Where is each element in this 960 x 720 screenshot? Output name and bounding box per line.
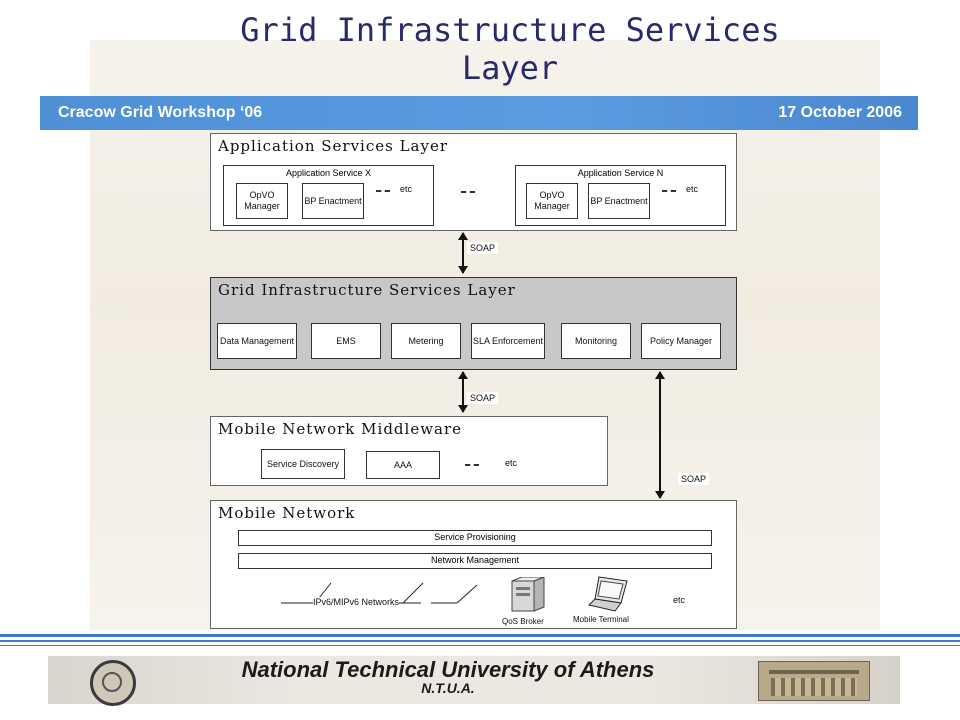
footer-banner: National Technical University of Athens … bbox=[48, 656, 900, 706]
header-banner: Cracow Grid Workshop ‘06 17 October 2006 bbox=[40, 96, 918, 130]
dashed-connector bbox=[662, 190, 676, 192]
university-seal-icon bbox=[90, 660, 136, 706]
soap-label-2: SOAP bbox=[467, 392, 499, 404]
monitoring-box: Monitoring bbox=[561, 323, 631, 359]
etc-label: etc bbox=[686, 184, 699, 194]
university-abbreviation: N.T.U.A. bbox=[421, 680, 475, 696]
server-icon bbox=[511, 577, 545, 612]
application-service-n: Application Service N OpVO Manager BP En… bbox=[515, 165, 726, 226]
bp-enactment-box: BP Enactment bbox=[588, 183, 650, 219]
etc-label: etc bbox=[505, 458, 518, 468]
layer-name: Grid Infrastructure Services Layer bbox=[218, 281, 516, 299]
opvo-manager-box: OpVO Manager bbox=[236, 183, 288, 219]
sla-enforcement-box: SLA Enforcement bbox=[471, 323, 545, 359]
soap-arrow-2 bbox=[458, 371, 468, 413]
soap-label-1: SOAP bbox=[467, 242, 499, 254]
service-title: Application Service X bbox=[285, 168, 372, 178]
aaa-box: AAA bbox=[366, 451, 440, 479]
data-management-box: Data Management bbox=[217, 323, 297, 359]
soap-label-3: SOAP bbox=[678, 473, 710, 485]
university-name: National Technical University of Athens bbox=[241, 657, 655, 682]
dashed-connector bbox=[465, 464, 479, 466]
policy-manager-box: Policy Manager bbox=[641, 323, 721, 359]
dashed-connector bbox=[376, 190, 390, 192]
mobile-network-middleware-layer: Mobile Network Middleware Service Discov… bbox=[210, 416, 608, 486]
layer-name: Mobile Network Middleware bbox=[218, 420, 463, 438]
layer-name: Mobile Network bbox=[218, 504, 356, 522]
qos-broker-label: QoS Broker bbox=[502, 617, 544, 626]
service-provisioning-bar: Service Provisioning bbox=[238, 530, 712, 546]
mobile-network-layer: Mobile Network Service Provisioning Netw… bbox=[210, 500, 737, 629]
service-title: Application Service N bbox=[577, 168, 664, 178]
page-title-line2: Layer bbox=[461, 49, 559, 87]
application-services-layer: Application Services Layer Application S… bbox=[210, 133, 737, 231]
dashed-connector bbox=[461, 191, 475, 193]
soap-arrow-1 bbox=[458, 232, 468, 274]
bp-enactment-box: BP Enactment bbox=[302, 183, 364, 219]
grid-infrastructure-services-layer: Grid Infrastructure Services Layer Data … bbox=[210, 277, 737, 370]
network-management-bar: Network Management bbox=[238, 553, 712, 569]
application-service-x: Application Service X OpVO Manager BP En… bbox=[223, 165, 434, 226]
ipv6-networks-label: IPv6/MIPv6 Networks bbox=[313, 597, 400, 607]
laptop-icon bbox=[588, 576, 628, 612]
metering-box: Metering bbox=[391, 323, 461, 359]
layer-name: Application Services Layer bbox=[218, 137, 449, 155]
divider-line bbox=[0, 645, 960, 646]
opvo-manager-box: OpVO Manager bbox=[526, 183, 578, 219]
ems-box: EMS bbox=[311, 323, 381, 359]
etc-label: etc bbox=[400, 184, 413, 194]
divider-line bbox=[0, 634, 960, 637]
etc-label: etc bbox=[673, 595, 686, 605]
soap-arrow-3 bbox=[655, 371, 665, 499]
service-discovery-box: Service Discovery bbox=[261, 449, 345, 479]
workshop-date: 17 October 2006 bbox=[778, 104, 902, 121]
divider-line bbox=[0, 640, 960, 642]
page-title-line1: Grid Infrastructure Services bbox=[240, 11, 780, 49]
workshop-name: Cracow Grid Workshop ‘06 bbox=[58, 104, 263, 121]
building-image bbox=[758, 661, 870, 701]
mobile-terminal-label: Mobile Terminal bbox=[573, 615, 629, 624]
